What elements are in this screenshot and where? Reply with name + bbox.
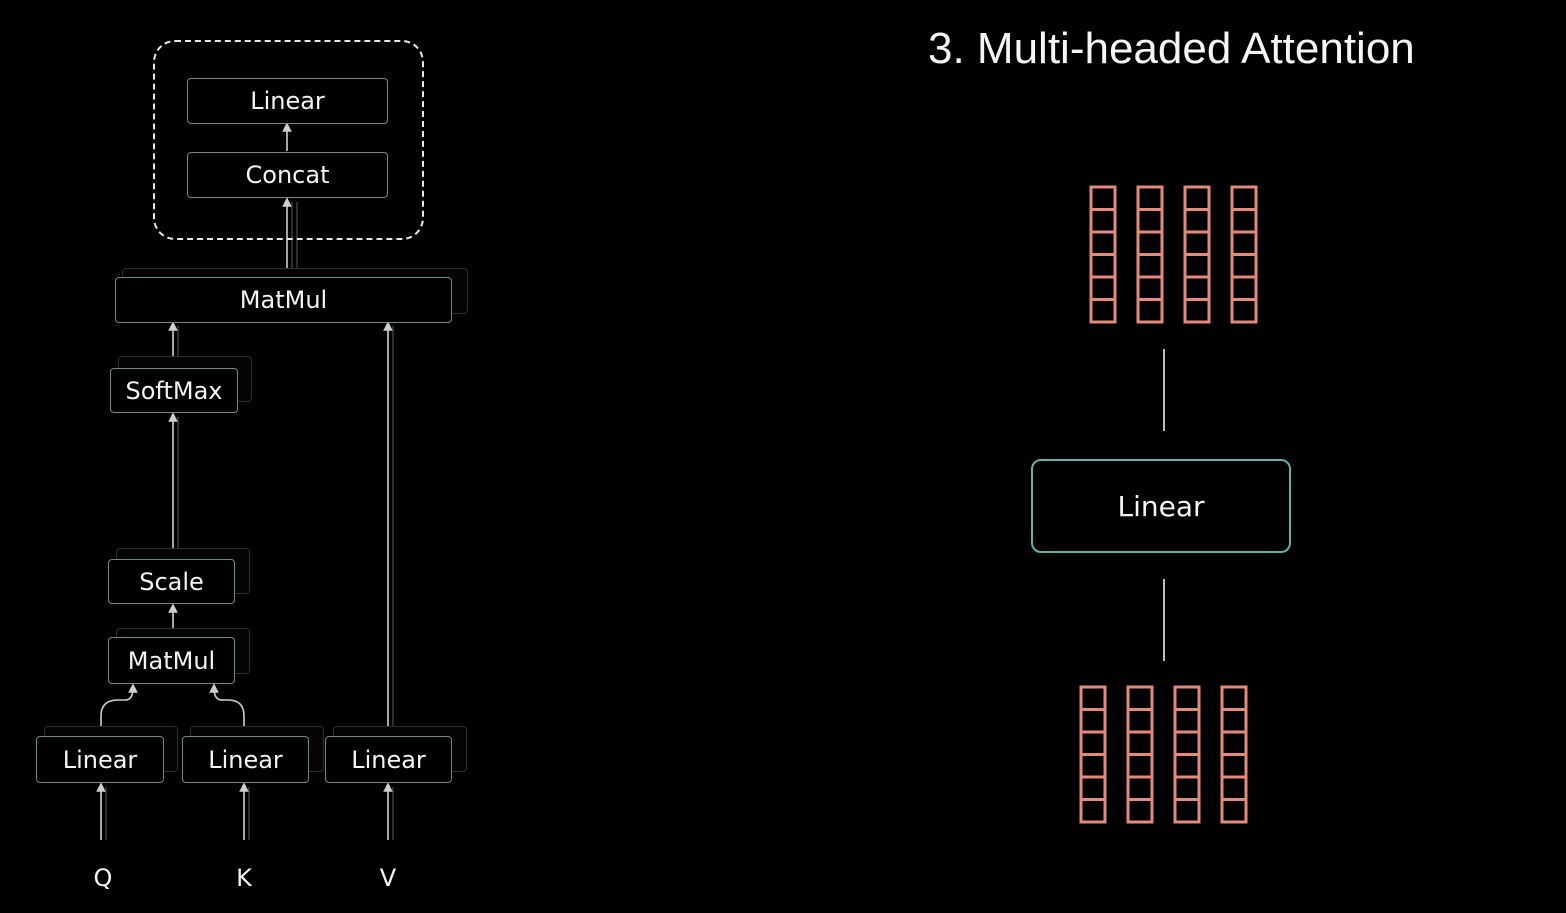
bottom-vector-cell	[1173, 775, 1201, 801]
top-vector-cell	[1136, 298, 1164, 324]
bottom-vectors	[1079, 685, 1248, 824]
bottom-vector-cell	[1220, 798, 1248, 824]
arrow-lk-matmul	[209, 683, 245, 736]
bottom-vector-cell	[1079, 753, 1107, 779]
bottom-vector-cell	[1220, 753, 1248, 779]
bottom-vector-cell	[1173, 730, 1201, 756]
linear-k-block: Linear	[182, 736, 309, 783]
slide-title: 3. Multi-headed Attention	[928, 24, 1415, 73]
bottom-vector	[1079, 685, 1107, 824]
matmul-v-block: MatMul	[115, 277, 452, 323]
bottom-vector-cell	[1173, 798, 1201, 824]
top-vector-cell	[1183, 230, 1211, 256]
bottom-vector-cell	[1173, 708, 1201, 734]
top-vector	[1230, 185, 1258, 324]
top-vector-cell	[1183, 253, 1211, 279]
bottom-vector-cell	[1126, 708, 1154, 734]
linear-v-block: Linear	[325, 736, 452, 783]
top-vector-cell	[1089, 185, 1117, 211]
softmax-block: SoftMax	[110, 368, 238, 413]
top-vector-cell	[1136, 208, 1164, 234]
bottom-vector	[1220, 685, 1248, 824]
top-vector-cell	[1089, 208, 1117, 234]
bottom-vector-cell	[1126, 685, 1154, 711]
top-vector-cell	[1230, 275, 1258, 301]
concat-linear-group	[153, 40, 424, 240]
bottom-vector-cell	[1079, 685, 1107, 711]
top-vector	[1089, 185, 1117, 324]
matmul-qk-block: MatMul	[108, 637, 235, 684]
top-vector-cell	[1183, 208, 1211, 234]
bottom-vector-cell	[1079, 775, 1107, 801]
top-vector-cell	[1136, 185, 1164, 211]
top-vector-cell	[1230, 208, 1258, 234]
top-vector-cell	[1089, 298, 1117, 324]
top-vector-cell	[1136, 230, 1164, 256]
bottom-vector-cell	[1079, 798, 1107, 824]
bottom-vector-cell	[1173, 685, 1201, 711]
bottom-vector-cell	[1126, 775, 1154, 801]
bottom-vector-cell	[1220, 685, 1248, 711]
top-vector-cell	[1183, 275, 1211, 301]
top-vector	[1183, 185, 1211, 324]
bottom-vector-cell	[1220, 730, 1248, 756]
concat-block: Concat	[187, 152, 388, 198]
bottom-vector-cell	[1126, 730, 1154, 756]
bottom-vector-cell	[1173, 753, 1201, 779]
top-vector-cell	[1089, 275, 1117, 301]
bottom-vector-cell	[1220, 708, 1248, 734]
top-vectors	[1089, 185, 1258, 324]
scale-block: Scale	[108, 559, 235, 604]
top-vector-cell	[1183, 298, 1211, 324]
bottom-vector-cell	[1079, 730, 1107, 756]
top-vector-cell	[1230, 298, 1258, 324]
bottom-vector-cell	[1079, 708, 1107, 734]
bottom-vector-cell	[1220, 775, 1248, 801]
top-vector-cell	[1136, 275, 1164, 301]
top-vector-cell	[1230, 253, 1258, 279]
bottom-vector-cell	[1126, 753, 1154, 779]
top-vector-cell	[1089, 230, 1117, 256]
arrow-lq-matmul	[100, 683, 138, 736]
linear-output-block: Linear	[187, 78, 388, 124]
top-vector-cell	[1183, 185, 1211, 211]
top-vector	[1136, 185, 1164, 324]
input-k-label: K	[236, 864, 252, 892]
top-vector-cell	[1230, 230, 1258, 256]
bottom-vector	[1126, 685, 1154, 824]
bottom-vector	[1173, 685, 1201, 824]
bottom-vector-cell	[1126, 798, 1154, 824]
linear-q-block: Linear	[36, 736, 164, 783]
linear-layer-block: Linear	[1031, 459, 1291, 553]
input-v-label: V	[379, 864, 397, 892]
top-vector-cell	[1089, 253, 1117, 279]
top-vector-cell	[1136, 253, 1164, 279]
input-q-label: Q	[93, 864, 113, 892]
top-vector-cell	[1230, 185, 1258, 211]
